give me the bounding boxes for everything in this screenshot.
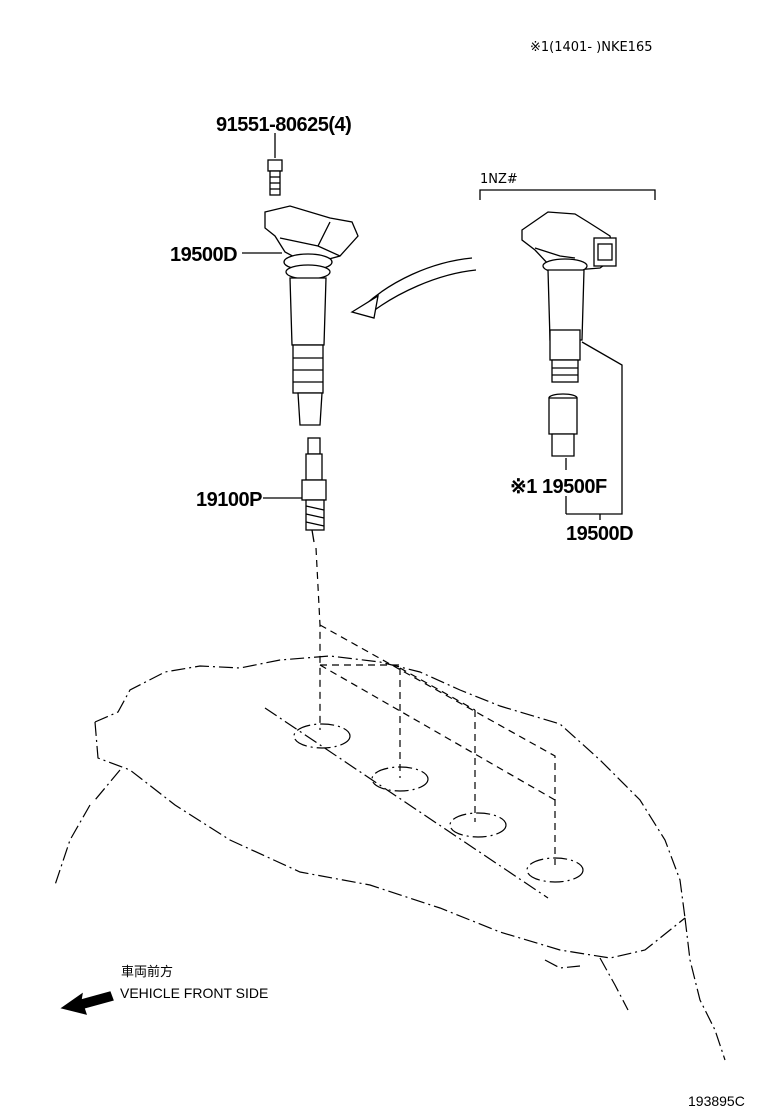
variant-bracket — [479, 189, 656, 200]
plug-hole-4 — [526, 857, 584, 883]
direction-label-en: VEHICLE FRONT SIDE — [120, 985, 268, 1001]
bolt-part-number: 91551-80625(4) — [216, 114, 351, 136]
variant-label: 1NZ# — [480, 172, 518, 187]
assembly-bracket — [565, 341, 623, 520]
plug-hole-3 — [449, 812, 507, 838]
ignition-coil-right — [521, 211, 617, 383]
bolt-part — [267, 133, 283, 196]
projection-lines — [315, 547, 556, 865]
ignition-coil-left — [264, 205, 359, 426]
direction-label-jp: 車両前方 — [121, 964, 173, 980]
header-note: ※1(1401- )NKE165 — [530, 40, 653, 55]
replacement-arrow — [350, 257, 477, 319]
spark-plug-part-number: 19100P — [196, 489, 262, 511]
cylinder-head-outline — [54, 655, 726, 1061]
plug-hole-1 — [293, 723, 351, 749]
diagram-code: 193895C — [688, 1093, 745, 1109]
front-direction-arrow — [60, 991, 114, 1015]
boot-part-number: ※1 19500F — [510, 476, 607, 498]
coil-left-part-number: 19500D — [170, 244, 237, 266]
spark-plug — [301, 437, 327, 543]
coil-assembly-part-number: 19500D — [566, 523, 633, 545]
plug-boot — [548, 393, 578, 470]
